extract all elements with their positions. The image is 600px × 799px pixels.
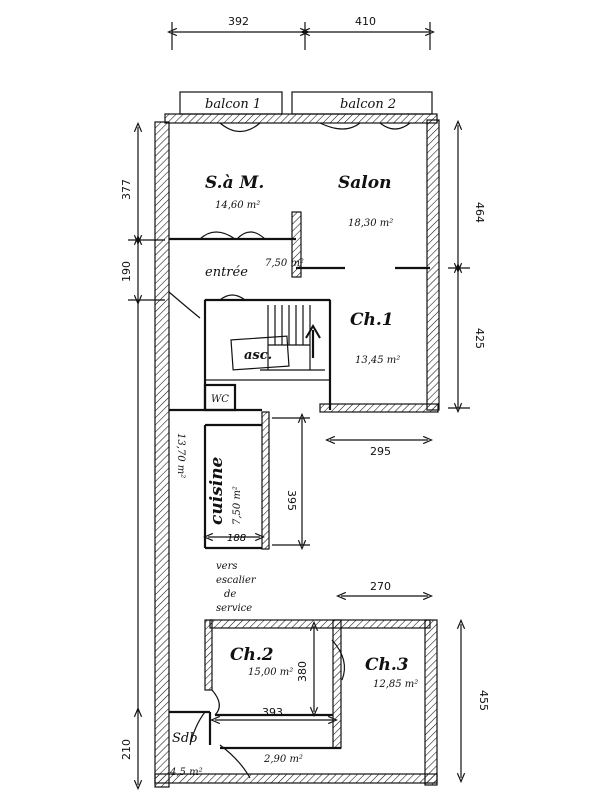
dim-left-190: 190 (120, 261, 133, 282)
balcony-1 (179, 91, 283, 115)
room-sam-name: S.à M. (205, 173, 264, 193)
room-entree-name: entrée (205, 265, 248, 280)
room-ch3-area: 12,85 m² (373, 679, 418, 690)
balcony-2-label: balcon 2 (340, 97, 396, 112)
dim-right-464: 464 (473, 202, 486, 223)
room-sam-area: 14,60 m² (215, 200, 260, 211)
balcony-1-label: balcon 1 (205, 97, 261, 112)
dim-right-425: 425 (473, 328, 486, 349)
stair-service-l3: de (224, 589, 236, 600)
dim-right-455: 455 (477, 690, 490, 711)
dim-left-377: 377 (120, 179, 133, 200)
room-asc-name: asc. (244, 348, 272, 363)
dimension-lines (128, 22, 470, 785)
room-salon-name: Salon (338, 173, 391, 193)
dim-left-210: 210 (120, 739, 133, 760)
room-sdb-area: 4,5 m² (169, 767, 203, 778)
room-ch1-area: 13,45 m² (355, 355, 400, 366)
interior-walls (169, 211, 430, 750)
dim-ch1-width: 295 (370, 445, 391, 458)
dim-cuisine-width: 188 (227, 533, 246, 544)
dim-top-right: 410 (355, 15, 376, 28)
room-wc-name: WC (211, 394, 229, 405)
dim-cuisine-height: 395 (285, 490, 298, 511)
balconies (179, 91, 433, 115)
stair-service-l4: service (216, 603, 252, 614)
balcony-2 (291, 91, 433, 115)
door-swings (168, 122, 411, 779)
exterior-walls (154, 113, 440, 788)
dim-top-left: 392 (228, 15, 249, 28)
room-ch2-area: 15,00 m² (248, 667, 293, 678)
room-sdb-name: Sdb (172, 731, 198, 746)
placard-area: 2,90 m² (263, 754, 303, 765)
room-entree-area: 7,50 m² (265, 258, 304, 269)
room-ch2-name: Ch.2 (230, 645, 274, 665)
room-salon-area: 18,30 m² (348, 218, 393, 229)
room-ch3-name: Ch.3 (365, 655, 409, 675)
stair-service-l1: vers (216, 561, 237, 572)
dim-ch2-height: 380 (296, 661, 309, 682)
room-cuisine-name: cuisine (207, 456, 227, 525)
stair-service-l2: escalier (216, 575, 257, 586)
dim-ch3-width: 270 (370, 580, 391, 593)
dim-ch2-width: 393 (262, 706, 283, 719)
room-cuisine-area: 7,50 m² (232, 486, 243, 525)
corridor-area: 13,70 m² (175, 433, 186, 478)
room-ch1-name: Ch.1 (350, 310, 394, 330)
